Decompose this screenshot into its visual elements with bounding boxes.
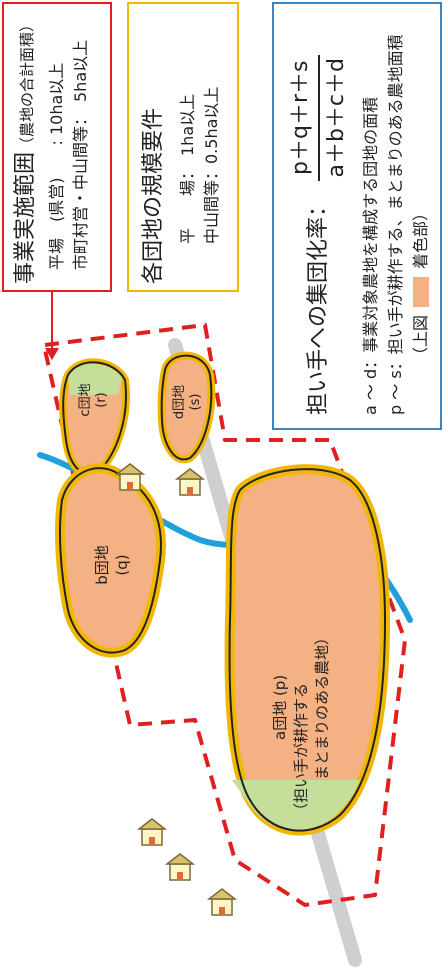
size-box-text: 各団地の規模要件 平 場： 1ha以上 中山間等：0.5ha以上 bbox=[140, 4, 224, 284]
scope-title-line: 事業実施範囲（農地の合計面積） bbox=[12, 4, 41, 284]
block-a-note-2: まとまりのある農地） bbox=[313, 629, 331, 780]
rate-label: 担い手への集団化率： bbox=[306, 194, 331, 415]
rate-denominator: a＋b＋c＋d bbox=[324, 58, 349, 178]
size-box bbox=[127, 2, 239, 292]
block-b-name: b団地 bbox=[93, 545, 111, 585]
scope-row-1: 平場 (県営) : 10ha以上 bbox=[47, 62, 66, 270]
scope-box bbox=[2, 2, 112, 292]
project-boundary bbox=[43, 323, 407, 907]
rate-def-3: （上図 着色部） bbox=[408, 5, 433, 415]
rate-definitions: a ～ d：事業対象農地を構成する団地の面積 p ～ s：担い手が耕作する、まと… bbox=[358, 5, 433, 415]
house-icon bbox=[114, 463, 146, 491]
block-c-code: (r) bbox=[94, 392, 109, 408]
block-d-code: (s) bbox=[188, 393, 203, 411]
house-icon bbox=[174, 468, 206, 496]
rate-box bbox=[272, 2, 442, 430]
size-row-2: 中山間等：0.5ha以上 bbox=[202, 86, 221, 244]
block-c-name: c団地 bbox=[78, 383, 93, 417]
scope-title: 事業実施範囲 bbox=[13, 151, 38, 284]
size-row-1: 平 場： 1ha以上 bbox=[178, 93, 197, 244]
house-icon bbox=[206, 888, 238, 916]
size-title: 各団地の規模要件 bbox=[141, 107, 166, 284]
block-a-note-1: （担い手が耕作する bbox=[292, 682, 310, 818]
rate-formula: 担い手への集団化率： p＋q＋r＋s a＋b＋c＋d bbox=[286, 15, 356, 415]
block-a-label: a団地 (p) （担い手が耕作する まとまりのある農地） bbox=[270, 480, 333, 820]
rate-numerator: p＋q＋r＋s bbox=[286, 54, 320, 181]
block-c-green bbox=[68, 363, 122, 395]
block-c-label: c団地 (r) bbox=[78, 370, 110, 430]
rate-def-3-suffix: 着色部） bbox=[411, 204, 430, 269]
scope-title-note: （農地の合計面積） bbox=[18, 16, 36, 152]
block-d-name: d団地 bbox=[172, 384, 187, 420]
scope-box-text: 事業実施範囲（農地の合計面積） 平場 (県営) : 10ha以上 市町村営・中山… bbox=[12, 4, 93, 284]
rate-def-2: p ～ s：担い手が耕作する、まとまりのある農地面積 bbox=[386, 34, 405, 415]
orange-swatch bbox=[412, 276, 429, 307]
block-b-label: b団地 (q) bbox=[92, 530, 132, 600]
house-icon bbox=[164, 853, 196, 881]
house-icon bbox=[136, 818, 168, 846]
rate-fraction: p＋q＋r＋s a＋b＋c＋d bbox=[286, 54, 352, 181]
block-d-label: d団地 (s) bbox=[172, 372, 204, 432]
rate-def-3-prefix: （上図 bbox=[411, 314, 430, 363]
block-a-name: a団地 (p) bbox=[271, 674, 289, 740]
arrow-head bbox=[45, 348, 59, 360]
rate-def-1: a ～ d：事業対象農地を構成する団地の面積 bbox=[361, 96, 380, 415]
block-b-code: (q) bbox=[113, 554, 131, 576]
scope-row-2: 市町村営・中山間等： 5ha以上 bbox=[71, 39, 90, 270]
